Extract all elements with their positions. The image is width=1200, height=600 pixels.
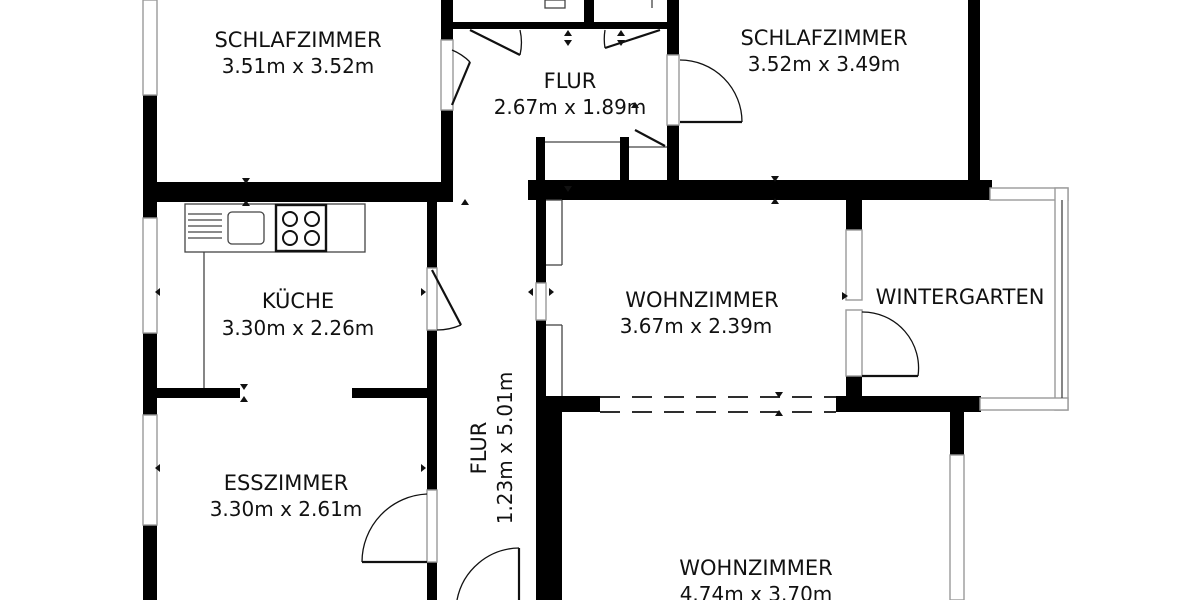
door (431, 269, 462, 331)
room-flur-top: FLUR 2.67m x 1.89m (494, 69, 647, 119)
room-name: WOHNZIMMER (679, 556, 832, 580)
door (634, 129, 666, 147)
room-dimensions: 4.74m x 3.70m (680, 582, 833, 600)
window (845, 229, 863, 301)
walls (143, 0, 992, 600)
door (450, 49, 472, 106)
sink-icon (188, 211, 265, 245)
room-wintergarten: WINTERGARTEN (876, 285, 1045, 309)
room-dimensions: 3.52m x 3.49m (748, 52, 901, 76)
room-flur-long: FLUR 1.23m x 5.01m (467, 372, 517, 525)
room-dimensions: 3.30m x 2.61m (210, 497, 363, 521)
room-name: FLUR (467, 422, 491, 475)
room-wohnzimmer-2: WOHNZIMMER 4.74m x 3.70m (679, 556, 832, 600)
window (142, 0, 158, 96)
room-esszimmer: ESSZIMMER 3.30m x 2.61m (210, 471, 363, 521)
room-kueche: KÜCHE 3.30m x 2.26m (222, 288, 375, 340)
cooktop-icon (274, 203, 328, 253)
room-name: SCHLAFZIMMER (214, 28, 381, 52)
door (469, 28, 661, 56)
room-dimensions: 3.51m x 3.52m (222, 54, 375, 78)
room-name: KÜCHE (262, 288, 334, 313)
room-bed2: SCHLAFZIMMER 3.52m x 3.49m (740, 26, 907, 76)
room-name: ESSZIMMER (224, 471, 349, 495)
room-dimensions: 3.30m x 2.26m (222, 316, 375, 340)
room-dimensions: 3.67m x 2.39m (620, 314, 773, 338)
doors (361, 28, 920, 600)
fixtures (184, 0, 836, 413)
room-name: SCHLAFZIMMER (740, 26, 907, 50)
window (845, 309, 863, 377)
windows (142, 0, 1069, 600)
door (456, 547, 521, 600)
room-name: WOHNZIMMER (625, 288, 778, 312)
door (861, 311, 920, 378)
room-dimensions: 1.23m x 5.01m (493, 372, 517, 525)
window (426, 267, 438, 331)
window (666, 54, 680, 126)
window (440, 39, 454, 111)
door (361, 493, 428, 564)
room-name: FLUR (544, 69, 597, 93)
window (426, 489, 438, 563)
window (142, 217, 158, 334)
room-dimensions: 2.67m x 1.89m (494, 95, 647, 119)
window (535, 282, 547, 321)
window (949, 454, 965, 600)
window (142, 414, 158, 526)
room-name: WINTERGARTEN (876, 285, 1045, 309)
room-wohnzimmer-1: WOHNZIMMER 3.67m x 2.39m (620, 288, 779, 338)
window (979, 397, 1069, 411)
markers (155, 30, 848, 472)
room-bed1: SCHLAFZIMMER 3.51m x 3.52m (214, 28, 381, 78)
door (679, 59, 743, 124)
